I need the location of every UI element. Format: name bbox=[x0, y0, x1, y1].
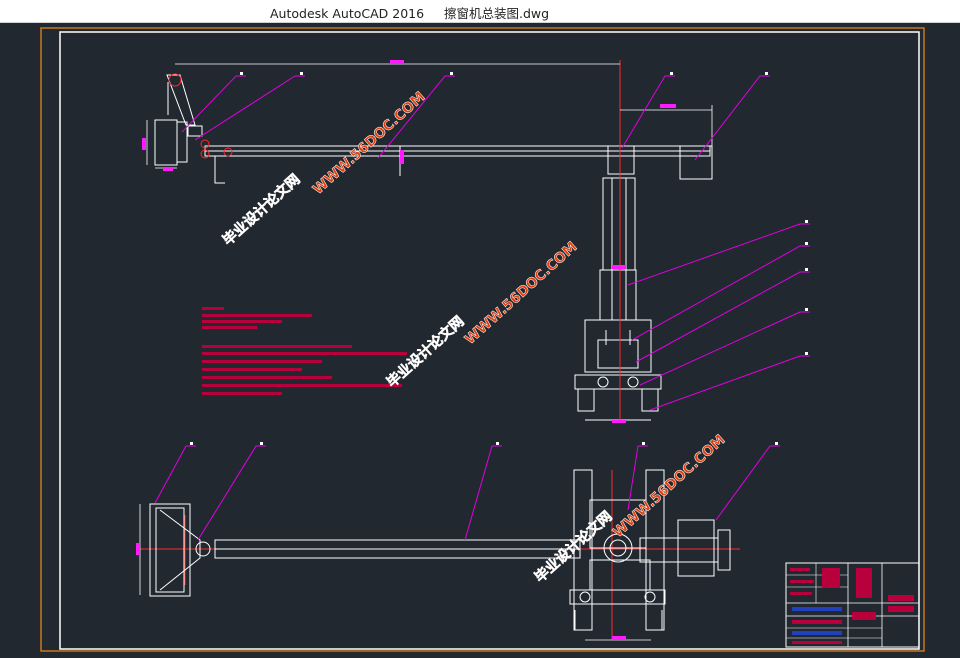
drawing-svg: WWW.56DOC.COM 毕业设计论文网 WWW.56DOC.COM 毕业设计… bbox=[40, 27, 925, 652]
watermark-url: WWW.56DOC.COM bbox=[310, 89, 429, 198]
front-view bbox=[154, 73, 713, 421]
title-bar: Autodesk AutoCAD 2016 擦窗机总装图.dwg bbox=[0, 0, 960, 23]
watermark-cn: 毕业设计论文网 bbox=[219, 171, 303, 249]
window-title: Autodesk AutoCAD 2016 擦窗机总装图.dwg bbox=[270, 3, 549, 22]
technical-notes bbox=[202, 307, 407, 395]
sheet-inner-frame bbox=[59, 31, 920, 650]
watermark-group: WWW.56DOC.COM 毕业设计论文网 WWW.56DOC.COM 毕业设计… bbox=[219, 89, 729, 587]
title-block bbox=[785, 562, 920, 648]
watermark-url: WWW.56DOC.COM bbox=[610, 432, 729, 541]
sheet-outer-frame bbox=[40, 27, 925, 652]
file-name: 擦窗机总装图.dwg bbox=[443, 6, 550, 21]
app-name: Autodesk AutoCAD 2016 bbox=[270, 6, 425, 21]
dimension-labels bbox=[136, 60, 676, 640]
cad-drawing-canvas[interactable]: WWW.56DOC.COM 毕业设计论文网 WWW.56DOC.COM 毕业设计… bbox=[0, 23, 960, 658]
watermark-cn: 毕业设计论文网 bbox=[383, 313, 467, 391]
plan-view bbox=[149, 469, 731, 631]
watermark-url: WWW.56DOC.COM bbox=[462, 239, 581, 348]
balloon-numbers bbox=[190, 72, 808, 445]
leader-lines bbox=[154, 75, 810, 541]
watermark-cn: 毕业设计论文网 bbox=[531, 508, 615, 586]
